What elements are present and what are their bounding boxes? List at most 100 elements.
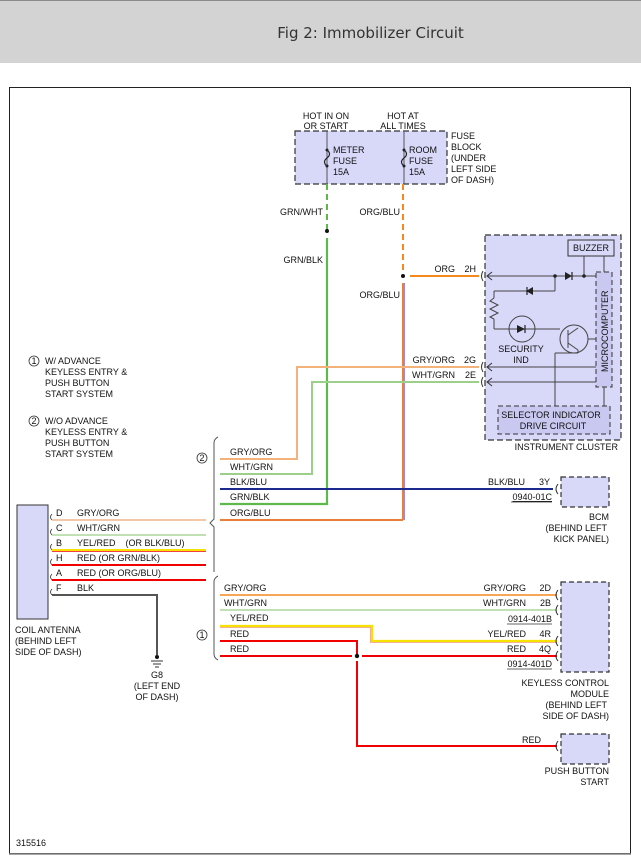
security-label-2: IND <box>513 355 529 365</box>
coil-pin-a: A <box>56 568 62 578</box>
coil-pin-d: D <box>56 508 63 518</box>
g2-wire-4: GRN/BLK <box>230 492 270 502</box>
kcm-wire-4q: RED <box>507 644 527 654</box>
group1-wiring: 1 GRY/ORG WHT/GRN YEL/RED RED RED <box>196 575 557 747</box>
wire-red-1 <box>220 640 358 656</box>
note-2-num: 2 <box>31 416 36 426</box>
figure-id: 315516 <box>16 838 46 848</box>
supply-right-1: HOT AT <box>387 111 419 121</box>
coil-label-2: (BEHIND LEFT <box>15 636 77 646</box>
pin-2e-wire: WHT/GRN <box>412 370 455 380</box>
group1-marker: 1 <box>199 630 204 640</box>
splice-dot <box>401 274 405 278</box>
ground-g8: G8 (LEFT END OF DASH) <box>134 655 181 702</box>
diode-icon <box>565 272 572 280</box>
kcm-pin-2d: 2D <box>539 583 551 593</box>
meter-fuse-icon <box>323 149 331 167</box>
keyless-control-module: GRY/ORG 2D WHT/GRN 2B 0914-401B YEL/RED … <box>483 581 610 721</box>
coil-antenna-box <box>16 504 49 620</box>
supply-left-1: HOT IN ON <box>303 111 349 121</box>
coil-wire-a: RED (OR ORG/BLU) <box>77 568 161 578</box>
fuse-block-label-5: OF DASH) <box>451 175 494 185</box>
label-org-blu-2: ORG/BLU <box>359 290 400 300</box>
page-header: Fig 2: Immobilizer Circuit <box>0 0 641 63</box>
note-2-line-1: W/O ADVANCE <box>45 416 108 426</box>
page-title: Fig 2: Immobilizer Circuit <box>277 24 464 42</box>
bcm-label-3: KICK PANEL) <box>554 534 609 544</box>
microcomputer-label: MICROCOMPUTER <box>600 290 610 372</box>
selector-label-2: DRIVE CIRCUIT <box>520 421 587 431</box>
note-1-line-4: START SYSTEM <box>45 389 113 399</box>
wire-red-push-button <box>356 661 557 747</box>
fuse-block-label-2: BLOCK <box>451 142 482 152</box>
instrument-cluster-label: INSTRUMENT CLUSTER <box>515 442 619 452</box>
note-2-line-2: KEYLESS ENTRY & <box>45 427 127 437</box>
wire-wht-grn-2 <box>220 381 479 475</box>
led-icon <box>517 325 525 333</box>
kcm-connector-b: 0914-401B <box>508 614 552 624</box>
push-button-label-1: PUSH BUTTON <box>545 766 609 776</box>
note-1-line-1: W/ ADVANCE <box>45 356 101 366</box>
room-fuse-label-3: 15A <box>409 167 425 177</box>
bcm-box <box>560 476 610 508</box>
bcm-connector: 0940-01C <box>512 492 552 502</box>
fuse-block-label-3: (UNDER <box>451 153 486 163</box>
note-1-num: 1 <box>31 356 36 366</box>
fuse-block-label-4: LEFT SIDE <box>451 164 496 174</box>
splice-dot <box>354 653 360 659</box>
meter-fuse-label-3: 15A <box>333 167 349 177</box>
coil-pin-f: F <box>56 583 62 593</box>
coil-pin-b: B <box>56 538 62 548</box>
g1-wire-4: RED <box>230 629 250 639</box>
wire-coil-f <box>52 594 158 655</box>
kcm-wire-2b: WHT/GRN <box>483 598 526 608</box>
coil-pin-c: C <box>56 523 63 533</box>
coil-wire-h: RED (OR GRN/BLK) <box>77 553 160 563</box>
fuse-block: HOT IN ON OR START HOT AT ALL TIMES METE… <box>294 111 496 185</box>
diode-icon <box>526 287 533 295</box>
g1-wire-3: YEL/RED <box>230 613 269 623</box>
coil-label-1: COIL ANTENNA <box>15 625 81 635</box>
bcm: BLK/BLU 3Y 0940-01C BCM (BEHIND LEFT KIC… <box>488 476 610 544</box>
g1-wire-5: RED <box>230 644 250 654</box>
selector-label-1: SELECTOR INDICATOR <box>501 410 601 420</box>
room-fuse-icon <box>400 149 408 167</box>
kcm-pin-4r: 4R <box>539 629 551 639</box>
kcm-label-3: (BEHIND LEFT <box>545 700 607 710</box>
notes: 1 W/ ADVANCE KEYLESS ENTRY & PUSH BUTTON… <box>28 355 127 459</box>
buzzer-label: BUZZER <box>573 243 610 253</box>
room-fuse-label-2: FUSE <box>409 156 433 166</box>
wire-grn-blk-2 <box>220 502 329 506</box>
room-fuse-label-1: ROOM <box>409 145 437 155</box>
coil-pin-h: H <box>56 553 63 563</box>
pin-2e: 2E <box>465 370 476 380</box>
kcm-wire-4r: YEL/RED <box>487 629 526 639</box>
kcm-pin-4q: 4Q <box>539 644 551 654</box>
bcm-wire: BLK/BLU <box>488 477 525 487</box>
coil-label-3: SIDE OF DASH) <box>15 647 82 657</box>
pin-2h: 2H <box>464 264 476 274</box>
pin-2g-wire: GRY/ORG <box>413 355 455 365</box>
g2-wire-3: BLK/BLU <box>230 477 267 487</box>
push-button-label-2: START <box>580 777 609 787</box>
note-1-line-2: KEYLESS ENTRY & <box>45 367 127 377</box>
pin-2h-wire: ORG <box>434 264 455 274</box>
coil-wire-b: YEL/RED (OR BLK/BLU) <box>77 538 185 548</box>
label-grn-blk: GRN/BLK <box>283 255 323 265</box>
supply-right-2: ALL TIMES <box>380 121 426 131</box>
instrument-cluster: BUZZER MICROCOMPUTER SELECTOR INDICATOR … <box>412 234 622 452</box>
fuse-wires: GRN/WHT GRN/BLK ORG/BLU ORG/BLU <box>280 184 479 520</box>
push-button-start: RED PUSH BUTTON START <box>522 733 610 787</box>
coil-wire-c: WHT/GRN <box>77 523 120 533</box>
selector-indicator-box <box>497 405 611 435</box>
kcm-wire-2d: GRY/ORG <box>484 583 526 593</box>
label-org-blu-1: ORG/BLU <box>359 207 400 217</box>
g2-wire-2: WHT/GRN <box>230 462 273 472</box>
bcm-pin: 3Y <box>539 477 550 487</box>
g1-wire-2: WHT/GRN <box>224 598 267 608</box>
fuse-block-box <box>294 130 448 185</box>
group2-marker: 2 <box>199 453 204 463</box>
note-2-line-3: PUSH BUTTON <box>45 438 109 448</box>
g1-wire-1: GRY/ORG <box>224 583 266 593</box>
